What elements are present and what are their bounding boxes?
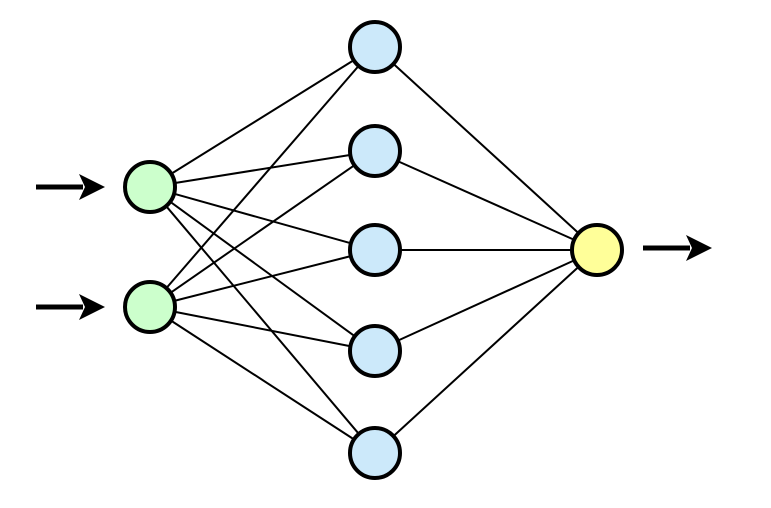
node-out-1[interactable] [570, 223, 624, 277]
input-arrow-bottom-icon [36, 294, 105, 320]
edge-h-1-to-out-1 [391, 61, 581, 236]
node-h-3[interactable] [348, 223, 402, 277]
nodes-group [123, 20, 624, 480]
input-arrow-bottom-head [79, 294, 105, 320]
edge-in-1-to-h-1 [169, 58, 357, 176]
arrows-group [36, 174, 712, 320]
node-circle-in-2[interactable] [123, 280, 177, 334]
node-h-5[interactable] [348, 426, 402, 480]
edge-in-2-to-h-4 [172, 310, 353, 348]
edge-in-2-to-h-3 [172, 254, 353, 303]
edge-in-1-to-h-5 [164, 203, 361, 437]
input-arrow-top-head [79, 174, 105, 200]
edge-in-2-to-h-5 [168, 318, 357, 442]
node-circle-h-2[interactable] [348, 124, 402, 178]
node-in-2[interactable] [123, 280, 177, 334]
edge-in-2-to-h-1 [164, 63, 361, 291]
node-h-2[interactable] [348, 124, 402, 178]
edge-h-4-to-out-1 [395, 258, 577, 343]
node-circle-h-4[interactable] [348, 324, 402, 378]
node-in-1[interactable] [123, 160, 177, 214]
node-circle-h-1[interactable] [348, 20, 402, 74]
edge-h-5-to-out-1 [391, 264, 581, 439]
edge-in-1-to-h-3 [171, 192, 354, 245]
edges-group [164, 58, 581, 442]
edge-h-2-to-out-1 [395, 159, 577, 242]
node-h-1[interactable] [348, 20, 402, 74]
output-arrow-icon [643, 235, 712, 261]
node-h-4[interactable] [348, 324, 402, 378]
output-arrow-head [686, 235, 712, 261]
node-circle-in-1[interactable] [123, 160, 177, 214]
edge-in-1-to-h-2 [172, 153, 353, 185]
input-arrow-top-icon [36, 174, 105, 200]
edge-in-1-to-h-4 [167, 199, 358, 339]
node-circle-h-5[interactable] [348, 426, 402, 480]
edge-in-2-to-h-2 [168, 163, 357, 295]
node-circle-out-1[interactable] [570, 223, 624, 277]
node-circle-h-3[interactable] [348, 223, 402, 277]
